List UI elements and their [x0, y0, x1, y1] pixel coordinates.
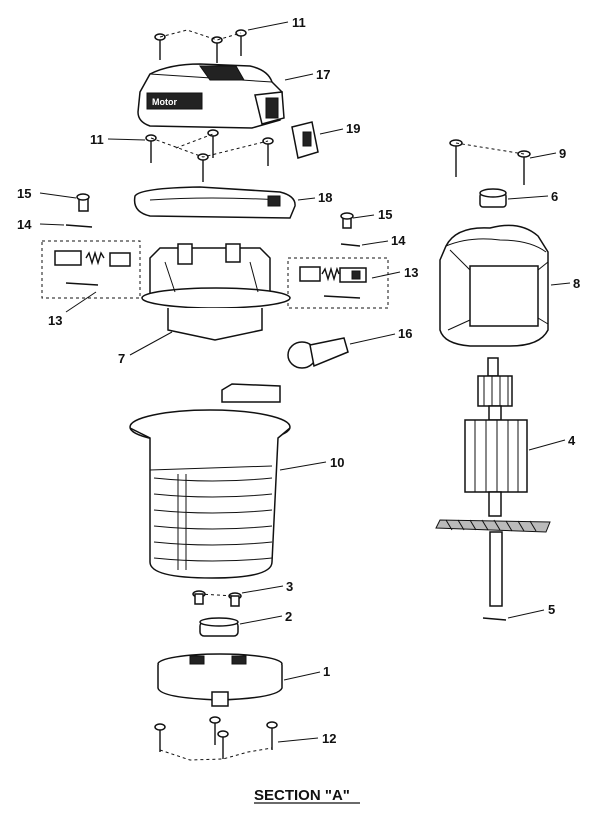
armature-4 — [435, 357, 566, 607]
screw-15-right — [340, 212, 375, 229]
washer-5 — [482, 609, 545, 621]
callout-9: 9 — [559, 146, 566, 161]
screws-3 — [192, 585, 284, 607]
brush-assembly-13-right — [287, 257, 401, 309]
screw-group-12 — [154, 716, 319, 761]
brush-assembly-13-left — [41, 240, 141, 313]
callout-19: 19 — [346, 121, 360, 136]
callout-2: 2 — [285, 609, 292, 624]
callout-8: 8 — [573, 276, 580, 291]
callout-18: 18 — [318, 190, 332, 205]
callout-11-mid: 11 — [90, 132, 104, 147]
cord-protector-16 — [287, 333, 396, 369]
callout-13-left: 13 — [48, 313, 62, 328]
callout-4: 4 — [568, 433, 576, 448]
motor-housing-7 — [129, 243, 291, 356]
motor-cover-label: Motor — [152, 97, 177, 107]
callout-10: 10 — [330, 455, 344, 470]
switch-19 — [291, 121, 344, 159]
fan-housing-10 — [129, 383, 327, 579]
screw-group-9 — [449, 139, 557, 185]
bearing-6 — [479, 188, 549, 208]
callout-1: 1 — [323, 664, 330, 679]
callout-3: 3 — [286, 579, 293, 594]
callout-11-top: 11 — [292, 15, 306, 30]
clip-14-right — [340, 240, 389, 247]
screw-15-left — [39, 192, 90, 212]
motor-cover-17: Motor — [137, 63, 314, 129]
section-title: SECTION "A" — [254, 787, 350, 804]
callout-13-right: 13 — [404, 265, 418, 280]
callout-17: 17 — [316, 67, 330, 82]
callout-6: 6 — [551, 189, 558, 204]
screw-group-11-top — [154, 21, 289, 63]
fan-baffle-18 — [133, 186, 316, 219]
callout-15-left: 15 — [17, 186, 31, 201]
callout-12: 12 — [322, 731, 336, 746]
motor-base-1 — [157, 653, 321, 707]
spacer-2 — [199, 615, 283, 637]
callout-14-right: 14 — [391, 233, 406, 248]
callout-14-left: 14 — [17, 217, 32, 232]
screw-group-11-mid — [107, 129, 274, 182]
field-assembly-8 — [439, 224, 571, 347]
callout-15-right: 15 — [378, 207, 392, 222]
callout-16: 16 — [398, 326, 412, 341]
clip-14-left — [39, 223, 93, 228]
callout-7: 7 — [118, 351, 125, 366]
callout-5: 5 — [548, 602, 555, 617]
